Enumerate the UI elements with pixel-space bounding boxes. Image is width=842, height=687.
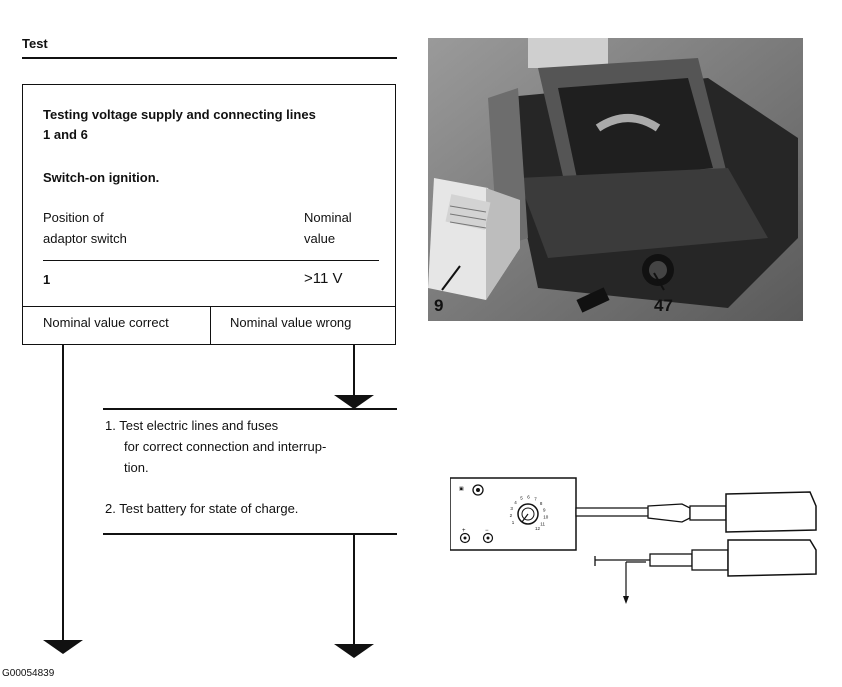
tester-button	[472, 484, 484, 496]
plug-connector-bottom	[727, 539, 817, 577]
steps-bottom-rule	[103, 533, 397, 535]
dial-knob	[517, 503, 539, 525]
socket-plus-icon	[459, 532, 471, 544]
plug-connector-top	[725, 491, 817, 533]
test-heading-line1: Testing voltage supply and connecting li…	[43, 107, 316, 122]
flow-arrow-right-bottom	[334, 644, 374, 658]
title-rule	[22, 57, 397, 59]
control-unit-photo: 9 47	[428, 38, 803, 321]
flow-line-right-top	[353, 345, 355, 395]
dial-number: 8	[540, 501, 543, 506]
photo-label-9: 9	[434, 296, 443, 315]
result-correct: Nominal value correct	[43, 315, 169, 330]
nominal-value: >11 V	[304, 270, 343, 287]
instruction-text: Switch-on ignition.	[43, 170, 160, 185]
dial-number: 10	[543, 515, 549, 520]
col-nominal-header-2: value	[304, 231, 336, 246]
photo-label-47: 47	[654, 296, 673, 315]
flow-arrow-left	[43, 640, 83, 654]
flow-line-right-bottom	[353, 534, 355, 644]
result-split-rule	[23, 306, 395, 307]
col-position-header-2: adaptor switch	[43, 231, 127, 246]
result-divider	[210, 306, 211, 344]
header-rule	[43, 260, 379, 261]
test-heading-line2: 1 and 6	[43, 127, 88, 142]
position-value: 1	[43, 272, 51, 287]
dial-number: 6	[527, 495, 530, 500]
steps-top-rule	[103, 408, 397, 410]
col-position-header-1: Position of	[43, 210, 104, 225]
dial-number: 11	[540, 521, 545, 526]
svg-text:+: +	[462, 528, 466, 534]
dial-number: 12	[535, 526, 541, 531]
step-1-line1: 1. Test electric lines and fuses	[105, 418, 279, 433]
dial-number: 7	[534, 496, 537, 501]
dial-number: 3	[510, 506, 513, 511]
col-nominal-header-1: Nominal	[304, 210, 352, 225]
figure-code: G00054839	[2, 668, 55, 679]
tester-body	[450, 477, 577, 551]
step-1-line2: for correct connection and interrup-	[124, 439, 327, 454]
step-2: 2. Test battery for state of charge.	[105, 501, 299, 516]
dial-number: 4	[514, 500, 517, 505]
svg-text:−: −	[485, 528, 489, 534]
step-1-line3: tion.	[124, 460, 149, 475]
dial-number: 2	[510, 513, 513, 518]
result-wrong: Nominal value wrong	[230, 315, 352, 330]
flow-line-left	[62, 345, 64, 640]
flow-arrow-right-top	[334, 395, 374, 409]
section-title: Test	[22, 36, 48, 51]
socket-minus-icon	[482, 532, 494, 544]
svg-text:▣: ▣	[459, 486, 464, 492]
dial-number: 1	[512, 520, 515, 525]
test-box: Testing voltage supply and connecting li…	[22, 84, 396, 345]
dial-number: 5	[520, 496, 523, 501]
dial-number: 9	[543, 508, 546, 513]
